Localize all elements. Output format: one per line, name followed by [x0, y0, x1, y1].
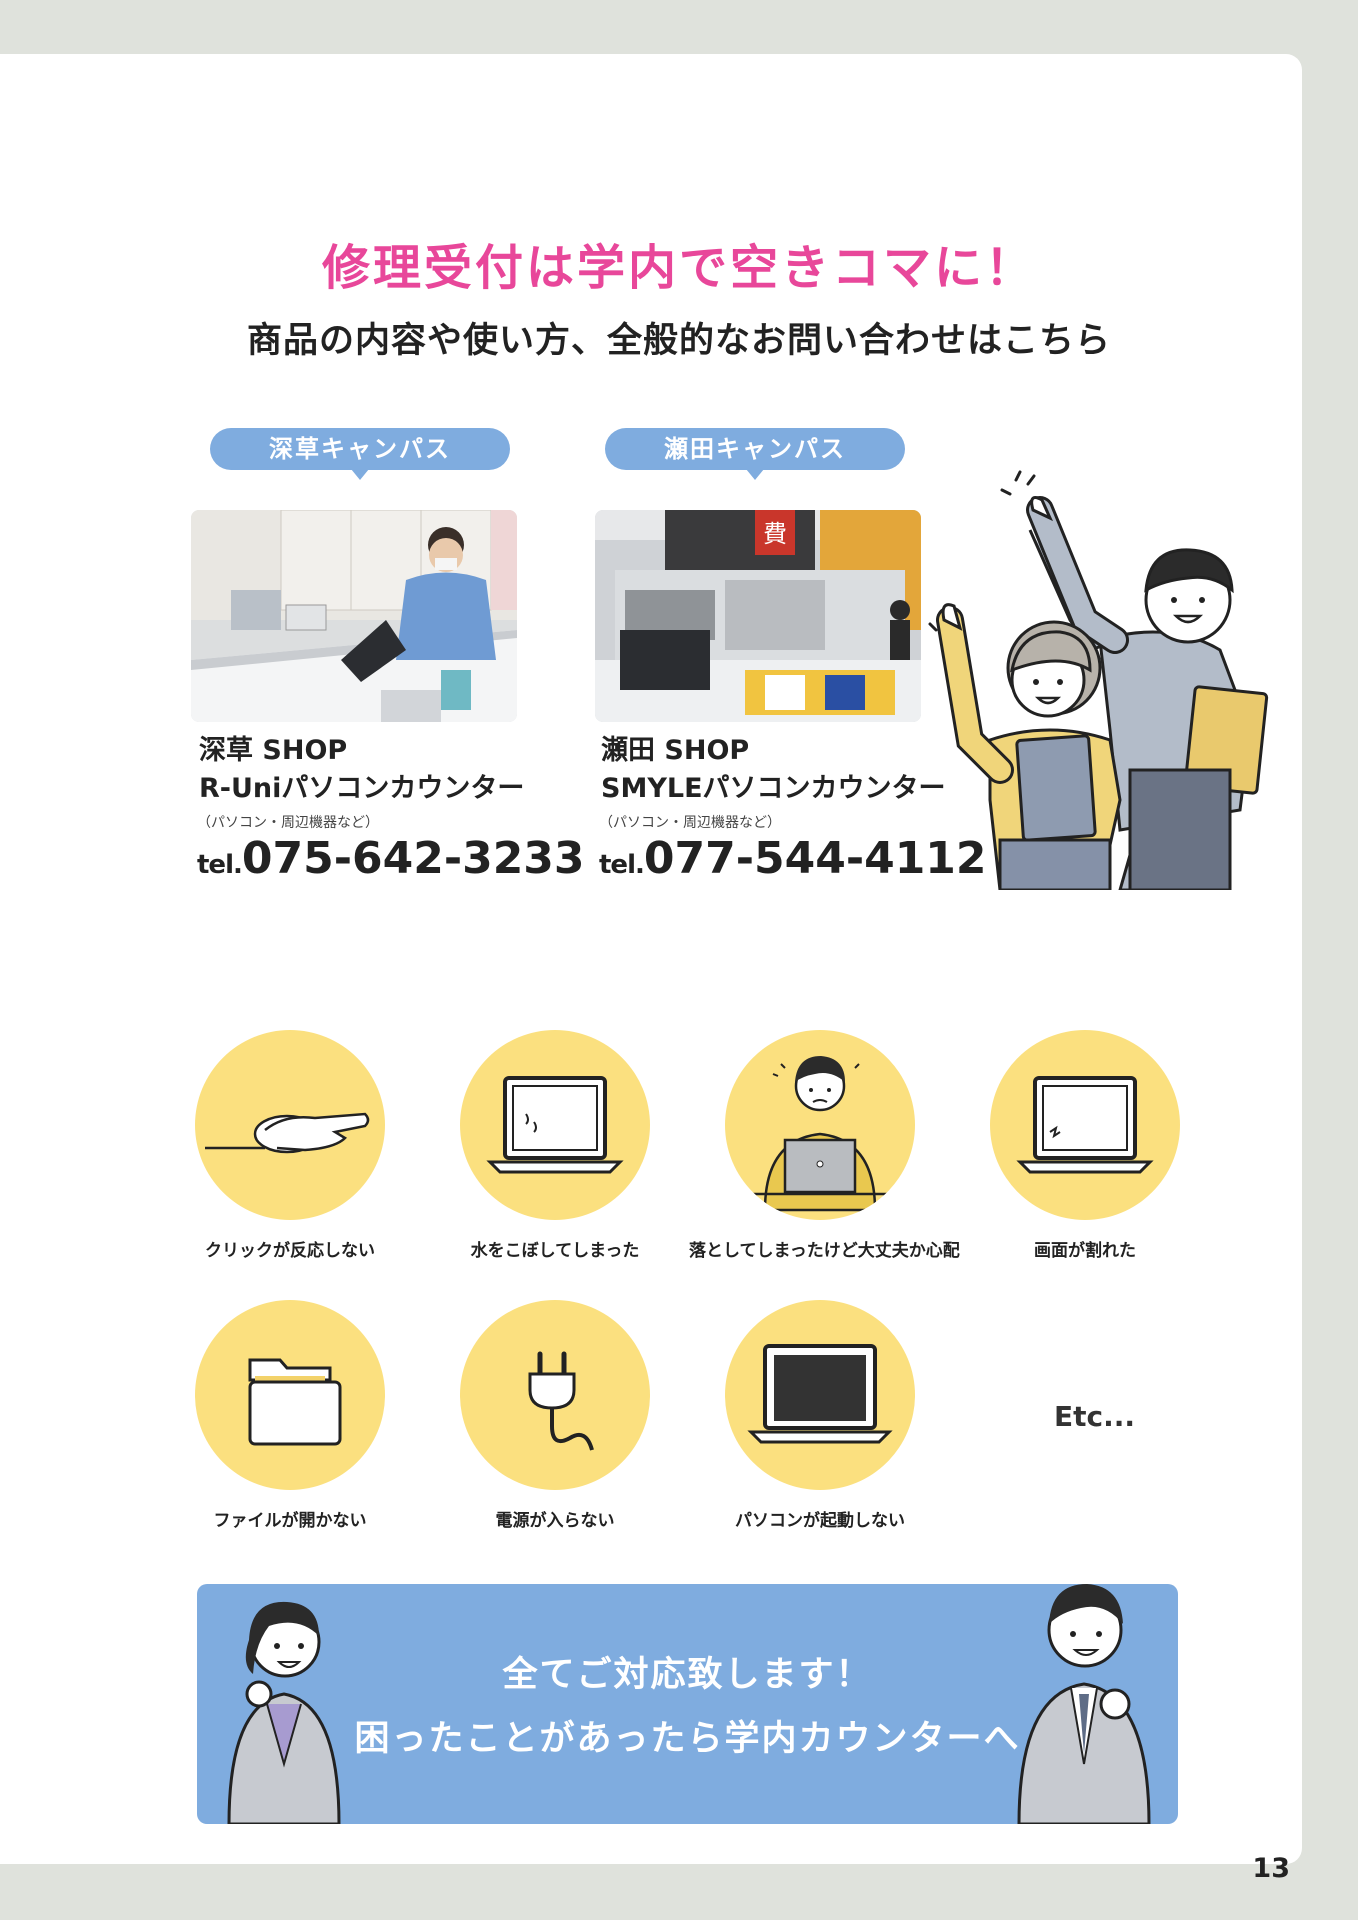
power-plug-icon	[460, 1300, 650, 1490]
issue-dropped: 落としてしまったけど大丈夫か心配	[689, 1030, 960, 1261]
issue-pc-not-booting: パソコンが起動しない	[689, 1300, 951, 1531]
folder-icon	[195, 1300, 385, 1490]
cracked-laptop-icon	[990, 1030, 1180, 1220]
issue-label: 電源が入らない	[495, 1511, 615, 1531]
banner-line-1: 全てご対応致します！	[502, 1655, 873, 1695]
banner-line-2: 困ったことがあったら学内カウンターへ	[354, 1719, 1021, 1759]
etc-text: Etc...	[1054, 1400, 1136, 1433]
page-subheadline: 商品の内容や使い方、全般的なお問い合わせはこちら	[246, 321, 1111, 361]
campus-pill-fukakusa: 深草キャンパス	[210, 428, 510, 480]
tel-prefix: tel.	[599, 850, 645, 880]
tel-fukakusa[interactable]: tel.075-642-3233	[197, 833, 585, 884]
students-illustration	[920, 470, 1290, 892]
tel-prefix: tel.	[197, 850, 243, 880]
shop-name-fukakusa: 深草 SHOP	[199, 735, 348, 766]
page-sheet	[0, 54, 1302, 1864]
shop-name-seta: 瀬田 SHOP	[601, 735, 750, 766]
issue-cracked-screen: 画面が割れた	[954, 1030, 1216, 1261]
dark-laptop-icon	[725, 1300, 915, 1490]
issue-label: クリックが反応しない	[205, 1241, 375, 1261]
photo-seta-counter: 費	[595, 510, 921, 722]
counter-note-fukakusa: （パソコン・周辺機器など）	[197, 815, 379, 831]
wet-laptop-icon	[460, 1030, 650, 1220]
photo-fukakusa-counter	[191, 510, 517, 722]
page-headline: 修理受付は学内で空きコマに！	[321, 240, 1036, 296]
issue-file-not-opening: ファイルが開かない	[159, 1300, 421, 1531]
issue-water-spill: 水をこぼしてしまった	[424, 1030, 686, 1261]
counter-name-seta: SMYLEパソコンカウンター	[601, 773, 946, 804]
tel-seta[interactable]: tel.077-544-4112	[599, 833, 987, 884]
counter-note-seta: （パソコン・周辺機器など）	[599, 815, 781, 831]
issue-label: パソコンが起動しない	[735, 1511, 905, 1531]
man-staff-illustration	[1017, 1584, 1151, 1824]
issue-click-not-responding: クリックが反応しない	[159, 1030, 421, 1261]
photo-sign-text: 費	[763, 520, 787, 548]
support-banner: 全てご対応致します！ 困ったことがあったら学内カウンターへ	[197, 1584, 1178, 1824]
issue-label: 落としてしまったけど大丈夫か心配	[689, 1241, 960, 1261]
woman-staff-illustration	[227, 1601, 341, 1824]
issue-label: 水をこぼしてしまった	[470, 1241, 640, 1261]
worried-person-laptop-icon	[725, 1030, 915, 1220]
mouse-hand-icon	[195, 1030, 385, 1220]
tel-number: 077-544-4112	[643, 833, 987, 884]
issue-no-power: 電源が入らない	[424, 1300, 686, 1531]
campus-pill-seta: 瀬田キャンパス	[605, 428, 905, 480]
page-number: 13	[1252, 1853, 1290, 1884]
counter-name-fukakusa: R-Uniパソコンカウンター	[199, 773, 525, 804]
tel-number: 075-642-3233	[241, 833, 585, 884]
issue-label: ファイルが開かない	[213, 1511, 367, 1531]
issue-label: 画面が割れた	[1034, 1241, 1136, 1261]
